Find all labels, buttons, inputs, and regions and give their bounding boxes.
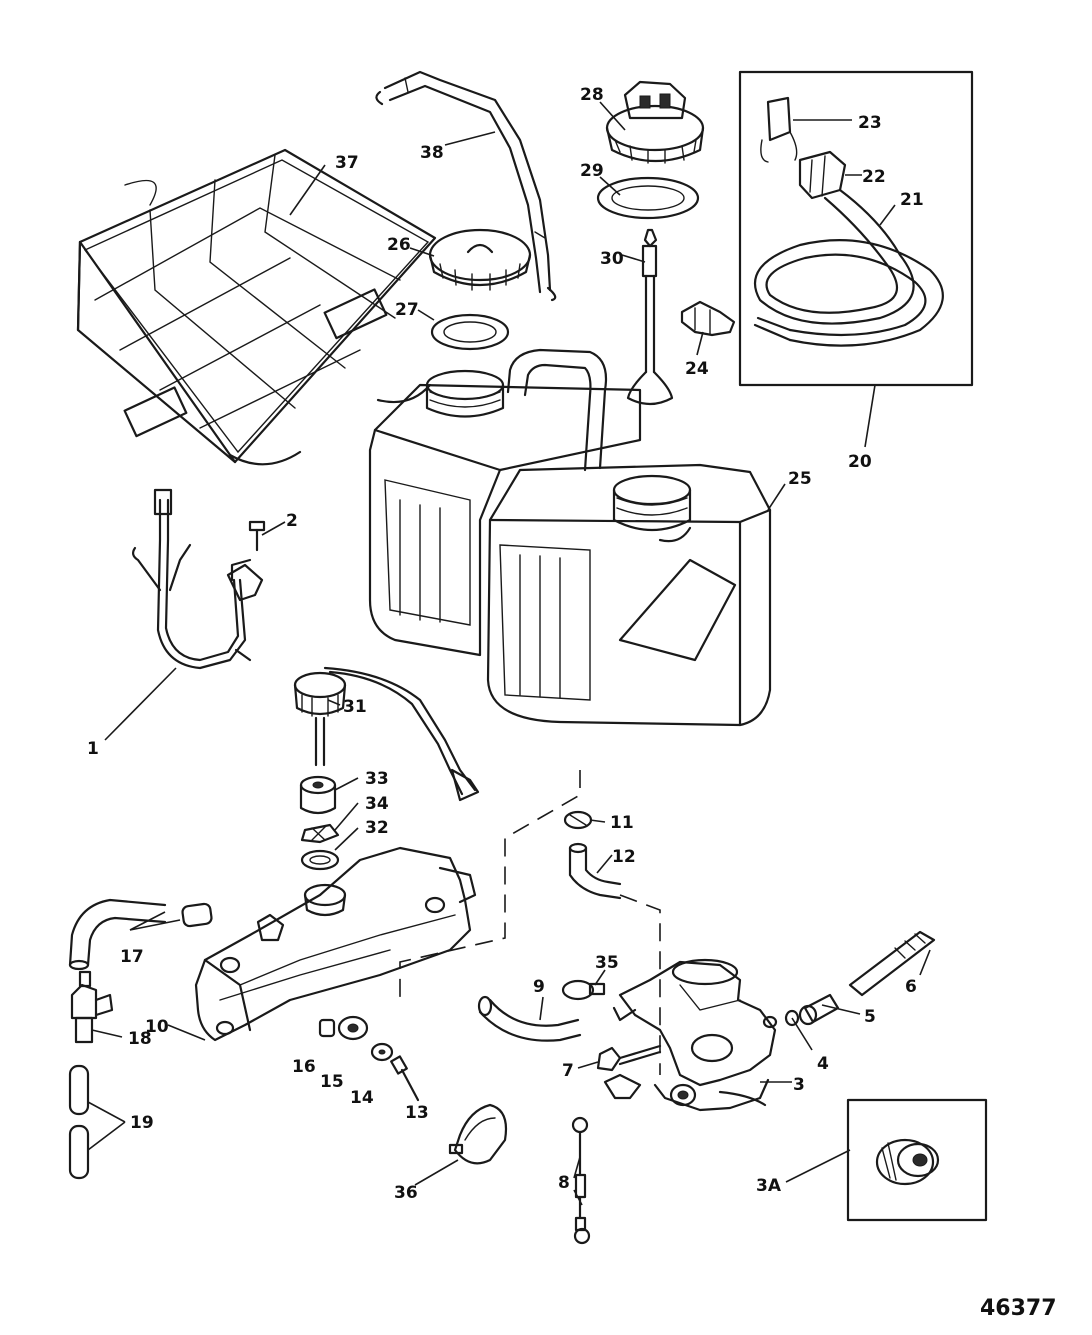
callout-20: 20	[848, 452, 872, 472]
callout-7: 7	[562, 1061, 574, 1081]
part-24-fitting	[680, 300, 736, 337]
callout-1: 1	[87, 739, 99, 759]
part-34-lockwasher	[300, 823, 340, 844]
callout-5: 5	[864, 1007, 876, 1027]
callout-10: 10	[145, 1017, 169, 1037]
callout-2: 2	[286, 511, 298, 531]
part-8-leads	[571, 1116, 591, 1245]
part-11-clamp	[563, 810, 593, 830]
callout-17: 17	[120, 947, 144, 967]
callout-8: 8	[558, 1173, 570, 1193]
callout-3: 3	[793, 1075, 805, 1095]
part-3-oil-pump	[603, 958, 778, 1112]
part-36-cable-tie	[448, 1103, 508, 1165]
callout-33: 33	[365, 769, 389, 789]
callout-34: 34	[365, 794, 389, 814]
part-3a-inset	[846, 1098, 988, 1222]
part-20-hose-kit	[738, 70, 974, 387]
callout-24: 24	[685, 359, 709, 379]
part-6-drive-gear	[848, 930, 936, 997]
callout-37: 37	[335, 153, 359, 173]
callout-28: 28	[580, 85, 604, 105]
part-26-fill-cap	[428, 228, 532, 291]
callout-27: 27	[395, 300, 419, 320]
callout-21: 21	[900, 190, 924, 210]
part-7-bolt	[596, 1044, 662, 1072]
callout-30: 30	[600, 249, 624, 269]
callout-9: 9	[533, 977, 545, 997]
callout-4: 4	[817, 1054, 829, 1074]
part-32-gasket	[300, 849, 340, 871]
part-33-spacer	[299, 775, 337, 815]
part-29-gasket	[596, 176, 700, 220]
part-35-clamp	[561, 979, 606, 1001]
part-4-oring	[784, 1009, 800, 1027]
callout-3a: 3A	[756, 1176, 782, 1196]
callout-31: 31	[343, 697, 367, 717]
part-19-hoses	[68, 1064, 90, 1180]
callout-35: 35	[595, 953, 619, 973]
callout-14: 14	[350, 1088, 374, 1108]
callout-18: 18	[128, 1029, 152, 1049]
part-1-harness	[131, 488, 264, 670]
part-30-pickup-tube	[626, 228, 674, 406]
callout-19: 19	[130, 1113, 154, 1133]
callout-36: 36	[394, 1183, 418, 1203]
callout-6: 6	[905, 977, 917, 997]
callout-labels: 1 2 3 3A 4 5 6 7 8 9 10 11 12 13 14 15 1…	[87, 85, 924, 1203]
callout-15: 15	[320, 1072, 344, 1092]
part-16-bushing	[318, 1018, 336, 1038]
part-15-grommet	[337, 1015, 369, 1041]
part-14-washer	[370, 1042, 394, 1062]
part-28-gauge-cap	[605, 80, 705, 164]
part-13-bolt	[390, 1055, 420, 1102]
part-38-strap	[375, 70, 557, 302]
part-2-screw	[248, 520, 266, 552]
part-5-bushing	[798, 993, 840, 1026]
part-18-tee	[70, 970, 114, 1044]
callout-32: 32	[365, 818, 389, 838]
callout-22: 22	[862, 167, 886, 187]
callout-23: 23	[858, 113, 882, 133]
callout-12: 12	[612, 847, 636, 867]
part-9-hose	[477, 995, 582, 1042]
part-27-gasket	[430, 313, 510, 351]
figure-number: 46377	[980, 1296, 1057, 1321]
part-25-fuel-tank	[368, 348, 772, 727]
leader-lines	[87, 101, 931, 1206]
callout-13: 13	[405, 1103, 429, 1123]
part-37-basket	[76, 148, 437, 466]
part-17-hose	[68, 898, 213, 971]
fuel-routing-dashed	[399, 770, 661, 1075]
callout-26: 26	[387, 235, 411, 255]
part-31-sender	[293, 666, 480, 802]
callout-11: 11	[610, 813, 634, 833]
callout-16: 16	[292, 1057, 316, 1077]
part-12-hose	[568, 842, 622, 900]
callout-29: 29	[580, 161, 604, 181]
callout-38: 38	[420, 143, 444, 163]
part-10-reservoir	[194, 846, 477, 1042]
callout-25: 25	[788, 469, 812, 489]
